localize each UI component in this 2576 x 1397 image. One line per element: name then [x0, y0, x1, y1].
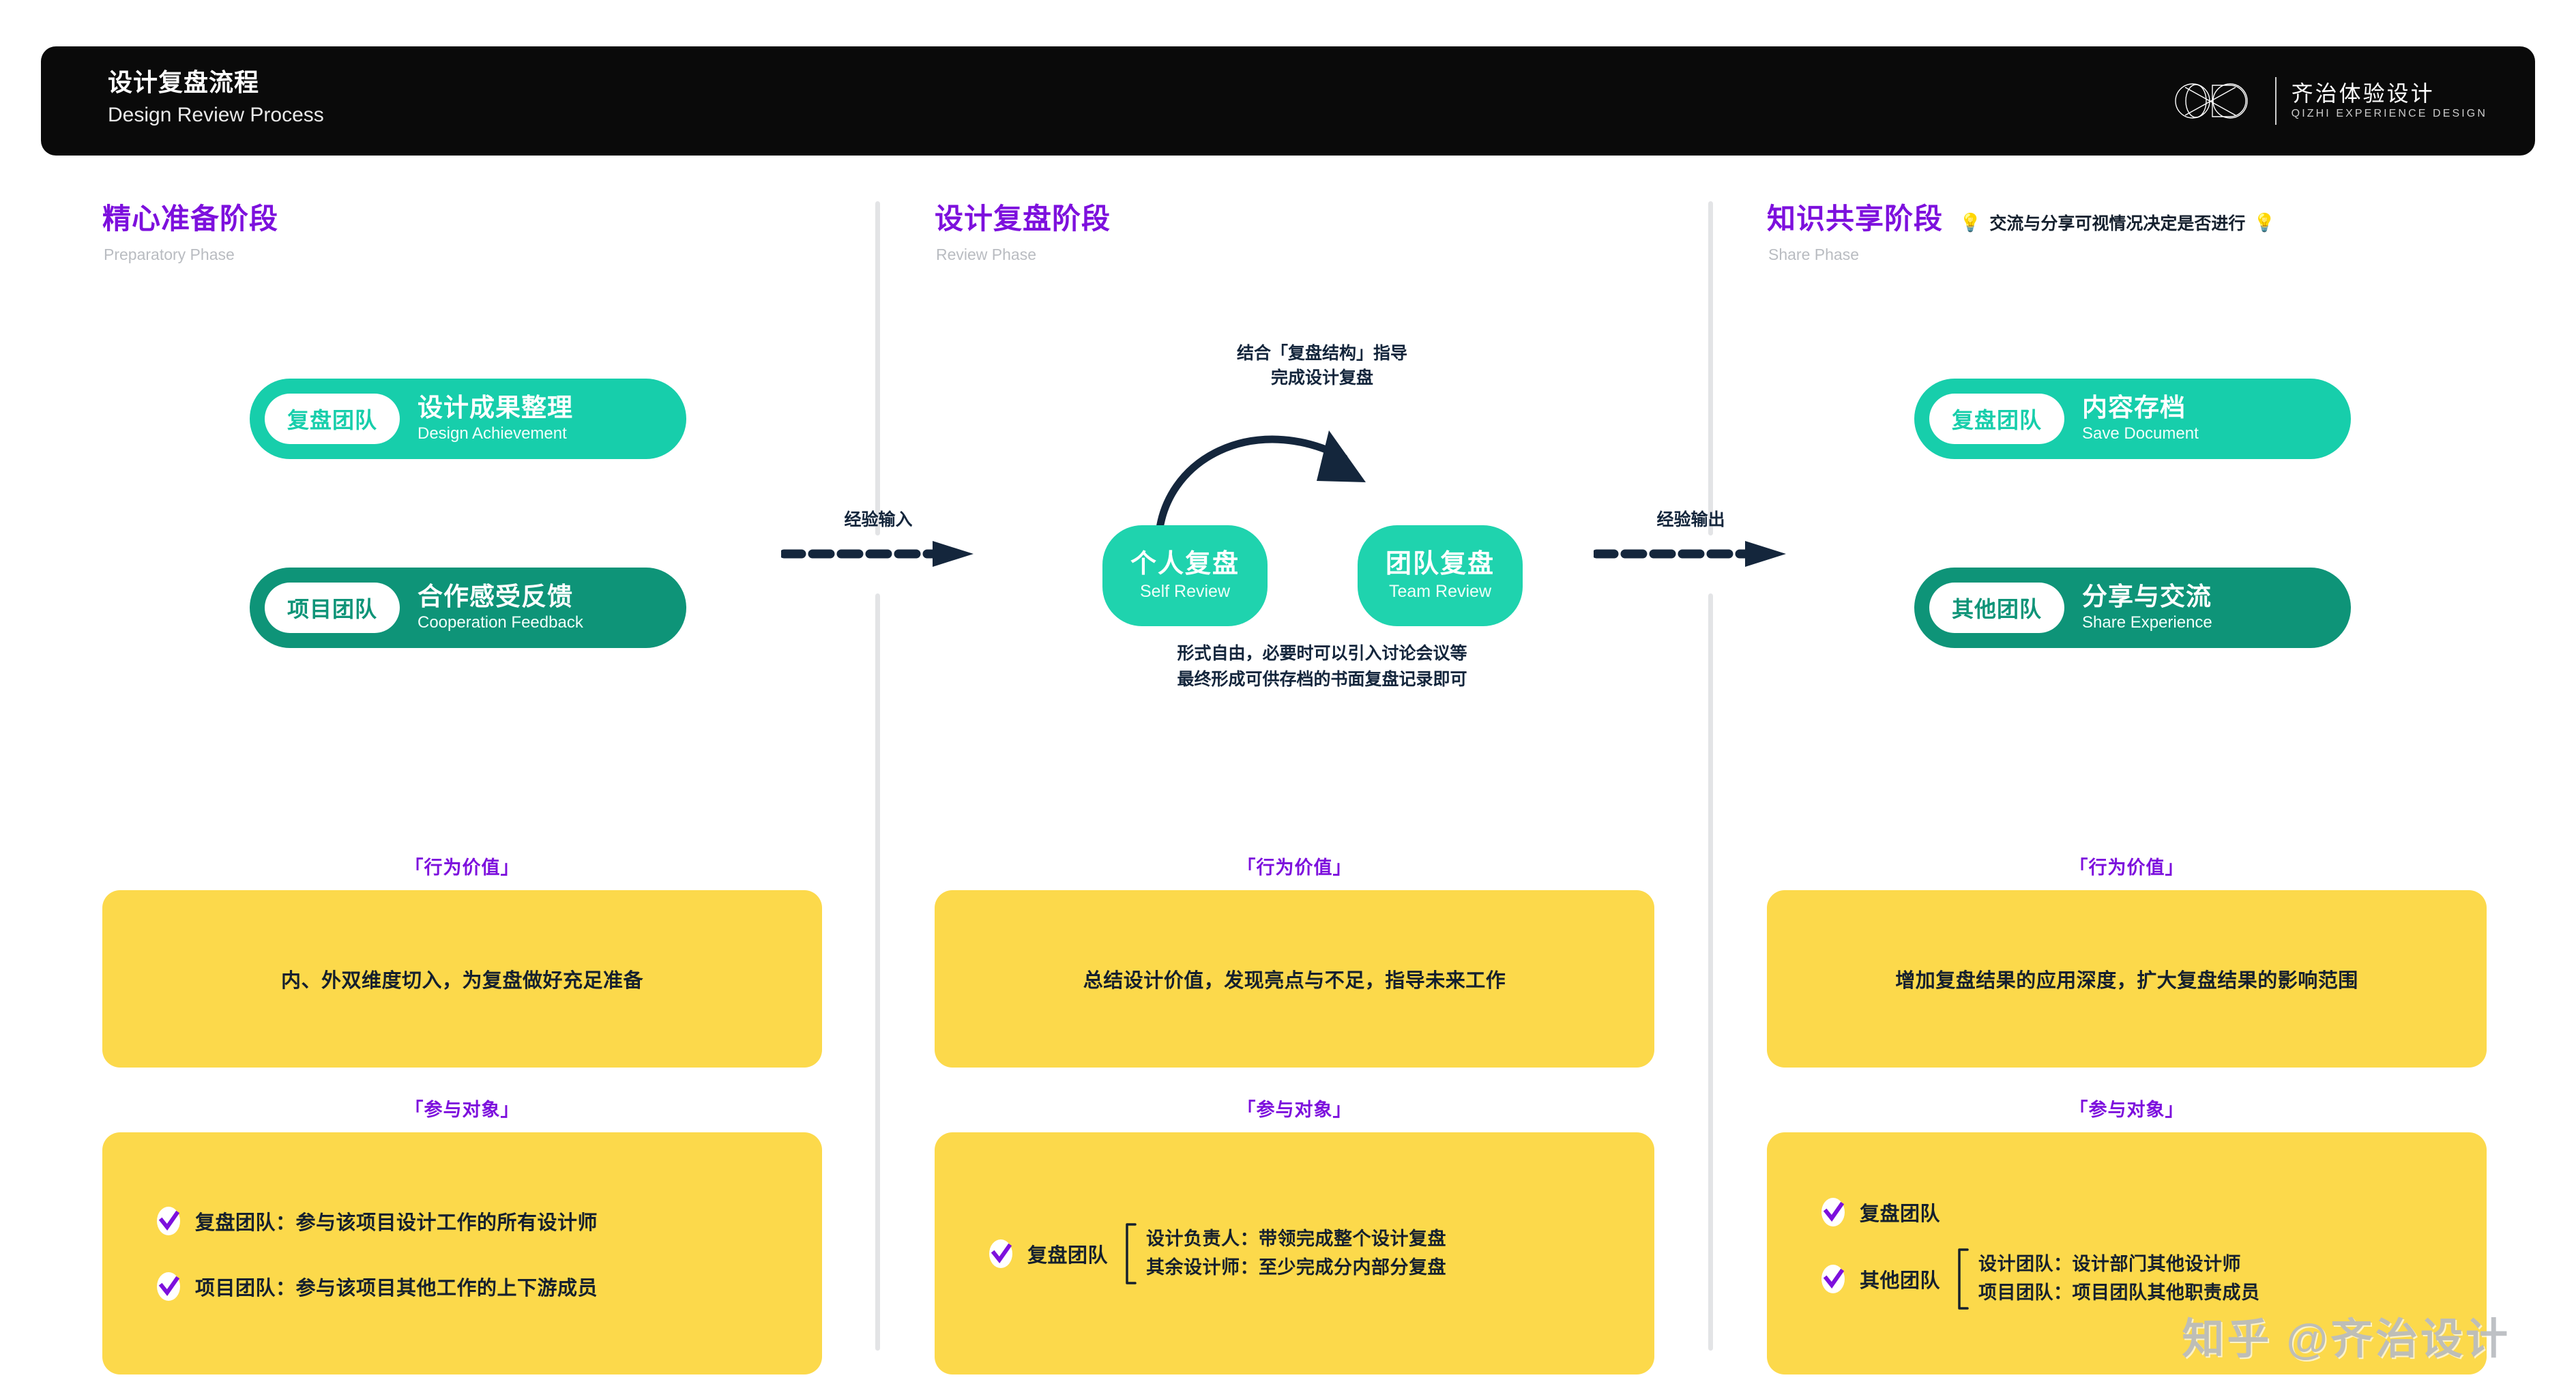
list-item-label: 其他团队 [1860, 1269, 1941, 1292]
column-divider-2-bottom [1708, 593, 1713, 1351]
experience-output-arrow: 经验输出 [1594, 512, 1788, 568]
brand-name-cn: 齐治体验设计 [2291, 81, 2435, 106]
card-team-tag: 复盘团队 [1929, 394, 2064, 444]
people-card-title: 「参与对象」 [1237, 1100, 1352, 1120]
check-icon [157, 1206, 180, 1235]
node-title-en: Team Review [1388, 581, 1492, 601]
people-card-share: 「参与对象」 复盘团队 其他团队 [1767, 1101, 2487, 1374]
card-save-document[interactable]: 复盘团队 内容存档 Save Document [1914, 379, 2351, 459]
card-title-en: Share Experience [2082, 613, 2212, 632]
node-self-review[interactable]: 个人复盘 Self Review [1102, 525, 1268, 626]
check-icon [1821, 1264, 1845, 1293]
list-item: 复盘团队 [1820, 1197, 2487, 1227]
page-title-en: Design Review Process [108, 104, 324, 126]
list-item: 项目团队：参与该项目其他工作的上下游成员 [156, 1271, 822, 1302]
phase-title-en: Preparatory Phase [104, 246, 235, 263]
value-card-review: 「行为价值」 总结设计价值，发现亮点与不足，指导未来工作 [935, 859, 1654, 1068]
list-item-label: 复盘团队 [1027, 1244, 1109, 1267]
value-card-text: 总结设计价值，发现亮点与不足，指导未来工作 [1083, 970, 1506, 992]
value-card-title: 「行为价值」 [1237, 857, 1352, 878]
node-title-cn: 团队复盘 [1385, 550, 1495, 579]
card-title-en: Save Document [2082, 424, 2199, 443]
value-card-text: 内、外双维度切入，为复盘做好充足准备 [280, 970, 643, 992]
people-card-title: 「参与对象」 [2069, 1100, 2184, 1120]
list-item: 复盘团队 设计负责人：带领完成整个设计复盘 其余设计师：至少完成分内部分复盘 [988, 1222, 1654, 1285]
people-card-preparatory: 「参与对象」 复盘团队：参与该项目设计工作的所有设计师 项目团队：参与该项目其他… [102, 1101, 822, 1374]
value-card-title: 「行为价值」 [2069, 857, 2184, 878]
phase-title-cn: 设计复盘阶段 [935, 203, 1111, 235]
card-title-en: Cooperation Feedback [418, 613, 583, 632]
node-title-cn: 个人复盘 [1130, 550, 1240, 579]
column-divider-1-bottom [875, 593, 880, 1351]
phase-header-preparatory: 精心准备阶段 [102, 205, 278, 233]
phase-title-en: Review Phase [936, 246, 1037, 263]
card-title-cn: 分享与交流 [2082, 582, 2212, 611]
curve-annotation-line-2: 完成设计复盘 [1270, 368, 1373, 388]
flow-annotation-line-2: 最终形成可供存档的书面复盘记录即可 [1177, 669, 1467, 689]
sub-item-label: 设计负责人：带领完成整个设计复盘 [1146, 1228, 1447, 1249]
people-card-review: 「参与对象」 复盘团队 设计负责人：带领完成整个设计复盘 其余设计师：至少完成分… [935, 1101, 1654, 1374]
oxd-infinity-logo-icon [2174, 83, 2248, 119]
value-card-title: 「行为价值」 [405, 857, 520, 878]
curve-annotation-line-1: 结合「复盘结构」指导 [1236, 344, 1407, 363]
page-title-cn: 设计复盘流程 [108, 68, 260, 96]
curly-brace-icon [1958, 1248, 1969, 1310]
flow-annotation-line-1: 形式自由，必要时可以引入讨论会议等 [1177, 644, 1467, 663]
phase-header-share: 知识共享阶段 💡 交流与分享可视情况决定是否进行 💡 [1767, 205, 2276, 235]
header-title-block: 设计复盘流程 Design Review Process [108, 67, 324, 130]
list-item: 复盘团队：参与该项目设计工作的所有设计师 [156, 1206, 822, 1236]
phase-title-cn: 知识共享阶段 [1767, 203, 1944, 235]
check-icon [157, 1271, 180, 1301]
people-card-title: 「参与对象」 [405, 1100, 520, 1120]
phase-title-en: Share Phase [1768, 246, 1859, 263]
lightbulb-icon-right: 💡 [2253, 212, 2276, 233]
watermark: 知乎 @齐治设计 [2182, 1316, 2511, 1363]
curly-brace-icon [1126, 1222, 1137, 1284]
card-design-achievement[interactable]: 复盘团队 设计成果整理 Design Achievement [250, 379, 686, 459]
column-divider-2-top [1708, 201, 1713, 535]
value-card-share: 「行为价值」 增加复盘结果的应用深度，扩大复盘结果的影响范围 [1767, 859, 2487, 1068]
card-cooperation-feedback[interactable]: 项目团队 合作感受反馈 Cooperation Feedback [250, 568, 686, 648]
check-icon [1821, 1197, 1845, 1226]
arrow-label: 经验输入 [844, 510, 913, 529]
flow-annotation: 形式自由，必要时可以引入讨论会议等 最终形成可供存档的书面复盘记录即可 [1070, 641, 1575, 692]
card-team-tag: 复盘团队 [265, 394, 400, 444]
phase-note: 💡 交流与分享可视情况决定是否进行 💡 [1959, 210, 2276, 235]
node-team-review[interactable]: 团队复盘 Team Review [1358, 525, 1523, 626]
check-icon [989, 1239, 1012, 1268]
sub-item-label: 设计团队：设计部门其他设计师 [1978, 1253, 2242, 1274]
sub-item-label: 项目团队：项目团队其他职责成员 [1978, 1282, 2260, 1303]
node-title-en: Self Review [1140, 581, 1230, 601]
card-team-tag: 项目团队 [265, 583, 400, 633]
list-item-label: 复盘团队 [1860, 1203, 1941, 1225]
card-title-cn: 内容存档 [2082, 393, 2186, 422]
curve-annotation: 结合「复盘结构」指导 完成设计复盘 [1117, 341, 1527, 391]
dashed-arrow-icon [781, 541, 974, 567]
card-share-experience[interactable]: 其他团队 分享与交流 Share Experience [1914, 568, 2351, 648]
experience-input-arrow: 经验输入 [781, 512, 976, 568]
brand-name-en: QIZHI EXPERIENCE DESIGN [2291, 108, 2487, 119]
list-item-label: 复盘团队：参与该项目设计工作的所有设计师 [195, 1211, 598, 1234]
logo-divider [2274, 77, 2277, 125]
lightbulb-icon-left: 💡 [1959, 212, 1982, 233]
card-team-tag: 其他团队 [1929, 583, 2064, 633]
card-title-cn: 设计成果整理 [418, 393, 573, 422]
card-title-cn: 合作感受反馈 [418, 582, 573, 611]
arrow-label: 经验输出 [1656, 510, 1725, 529]
curved-arrow-icon [1154, 430, 1366, 545]
phase-header-review: 设计复盘阶段 [935, 205, 1111, 233]
card-title-en: Design Achievement [418, 424, 567, 443]
phase-title-cn: 精心准备阶段 [102, 203, 279, 235]
dashed-arrow-icon [1594, 541, 1786, 567]
list-item-label: 项目团队：参与该项目其他工作的上下游成员 [195, 1277, 598, 1299]
sub-item-label: 其余设计师：至少完成分内部分复盘 [1146, 1256, 1447, 1278]
brand-logo: 齐治体验设计 QIZHI EXPERIENCE DESIGN [2170, 46, 2487, 156]
list-item: 其他团队 设计团队：设计部门其他设计师 项目团队：项目团队其他职责成员 [1820, 1248, 2487, 1310]
brand-name-block: 齐治体验设计 QIZHI EXPERIENCE DESIGN [2292, 83, 2487, 119]
phase-note-text: 交流与分享可视情况决定是否进行 [1989, 214, 2246, 233]
page-header: 设计复盘流程 Design Review Process 齐治体验设计 QIZH… [41, 46, 2535, 156]
value-card-text: 增加复盘结果的应用深度，扩大复盘结果的影响范围 [1895, 970, 2358, 992]
value-card-preparatory: 「行为价值」 内、外双维度切入，为复盘做好充足准备 [102, 859, 822, 1068]
column-divider-1-top [875, 201, 880, 535]
